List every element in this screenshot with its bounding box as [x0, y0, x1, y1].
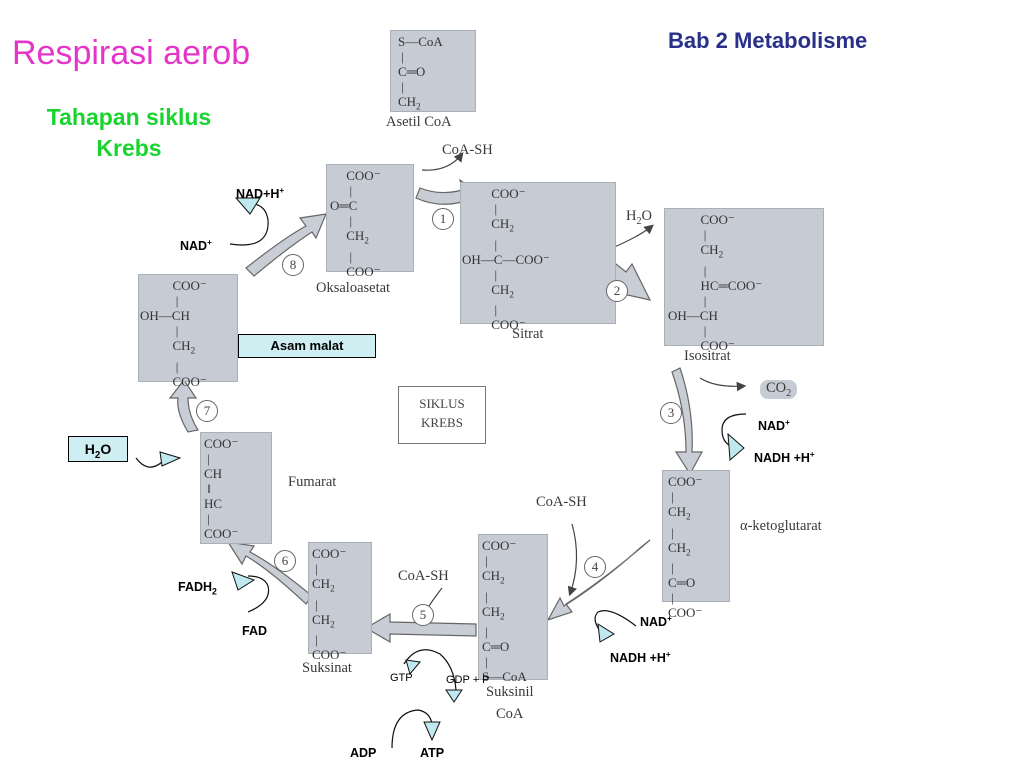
asam-malat-tag: Asam malat	[238, 334, 376, 358]
arrow-step-7	[168, 378, 199, 433]
center-label: SIKLUS KREBS	[398, 386, 486, 444]
page-title: Respirasi aerob	[12, 34, 251, 72]
h2o-tag: H2O	[68, 436, 128, 462]
isositrat-label: Isositrat	[684, 348, 731, 364]
chapter-label: Bab 2 Metabolisme	[668, 28, 868, 53]
step-5: 5	[412, 604, 434, 626]
step-2: 2	[606, 280, 628, 302]
step-6: 6	[274, 550, 296, 572]
sitrat-label: Sitrat	[512, 326, 544, 342]
fad-label: FAD	[242, 624, 267, 638]
arrow-step-4	[546, 539, 651, 622]
suksinat-formula: COO⁻ | CH2 | CH2 | COO⁻	[312, 546, 347, 663]
subtitle-line-1: Tahapan siklus	[46, 104, 212, 130]
step-1: 1	[432, 208, 454, 230]
nad-step3-label: NAD+	[758, 418, 790, 434]
suksinil-coa-box	[478, 534, 548, 680]
ketoglutarat-formula: COO⁻ | CH2 | CH2 | C═O | COO⁻	[668, 474, 703, 621]
atp-label: ATP	[420, 746, 445, 760]
asetil-coa-formula: S—CoA | C═O | CH2	[398, 34, 443, 112]
fumarat-label: Fumarat	[288, 474, 337, 490]
sitrat-formula: COO⁻ | CH2 | OH—C—COO⁻ | CH2 | COO⁻	[462, 186, 550, 333]
arrow-step-8	[245, 213, 327, 277]
fumarat-box	[200, 432, 272, 544]
arrow-step-6	[226, 541, 313, 605]
ketoglutarat-box	[662, 470, 730, 602]
asetil-coa-label: Asetil CoA	[386, 114, 452, 130]
suksinil-coa-formula: COO⁻ | CH2 | CH2 | C═O | S—CoA	[482, 538, 527, 685]
coash-right-label: CoA-SH	[536, 494, 587, 510]
malat-formula: COO⁻ | OH—CH | CH2 | COO⁻	[140, 278, 207, 389]
isositrat-box	[664, 208, 824, 346]
fadh2-label: FADH2	[178, 580, 217, 597]
nadh-top-label: NAD+H+	[236, 186, 285, 202]
h2o-top-label: H2O	[626, 208, 653, 227]
fumarat-formula: COO⁻ | CH ‖ HC | COO⁻	[204, 436, 239, 541]
sitrat-box	[460, 182, 616, 324]
asetil-coa-box	[390, 30, 476, 112]
step-7: 7	[196, 400, 218, 422]
suksinat-label: Suksinat	[302, 660, 352, 676]
subtitle-line-2: Krebs	[96, 135, 162, 161]
nadh-step3-label: NADH +H+	[754, 450, 815, 466]
subtitle: Tahapan siklus Krebs	[20, 102, 238, 164]
nad-top-label: NAD+	[180, 238, 212, 254]
oksaloasetat-label: Oksaloasetat	[316, 280, 391, 296]
coash-left-label: CoA-SH	[398, 568, 449, 584]
center-label-line-2: KREBS	[421, 415, 463, 430]
step-8: 8	[282, 254, 304, 276]
malat-box	[138, 274, 238, 382]
nadh-step4-label: NADH +H+	[610, 650, 671, 666]
oksaloasetat-box	[326, 164, 414, 272]
ketoglutarat-label: α-ketoglutarat	[740, 518, 822, 534]
oksaloasetat-formula: COO⁻ | O═C | CH2 | COO⁻	[330, 168, 381, 279]
arrow-step-5	[364, 612, 477, 644]
co2-label: CO2	[760, 380, 798, 399]
arrow-step-3	[671, 367, 704, 476]
coash-top-label: CoA-SH	[442, 142, 493, 158]
gdp-label: GDP + P	[446, 674, 490, 686]
suksinat-box	[308, 542, 372, 654]
suksinil-coa-label-1: Suksinil	[486, 684, 534, 700]
step-4: 4	[584, 556, 606, 578]
adp-label: ADP	[350, 746, 377, 760]
suksinil-coa-label-2: CoA	[496, 706, 524, 722]
isositrat-formula: COO⁻ | CH2 | HC═COO⁻ | OH—CH | COO⁻	[668, 212, 763, 353]
step-3: 3	[660, 402, 682, 424]
gtp-label: GTP	[390, 672, 413, 684]
nad-step4-label: NAD+	[640, 614, 672, 630]
center-label-line-1: SIKLUS	[419, 396, 465, 411]
